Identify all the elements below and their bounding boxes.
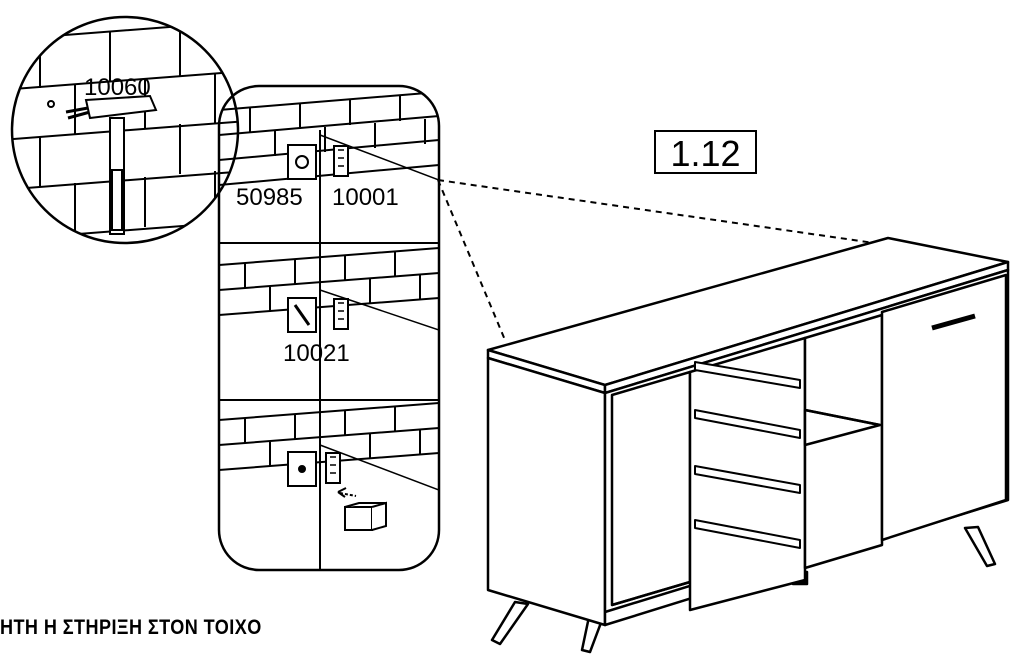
step-number-box: 1.12 (654, 130, 757, 174)
part-code-bracket-plate: 50985 (236, 184, 303, 211)
part-code-screw-a: 10001 (332, 184, 399, 211)
instruction-caption: ΗΤΗ Η ΣΤΗΡΙΞΗ ΣΤΟΝ ΤΟΙΧΟ (0, 616, 262, 639)
wall-bracket-icon (287, 144, 349, 180)
detail-circle-wall-anchor (10, 15, 240, 245)
sideboard-cabinet (486, 236, 1010, 654)
callout-lines (437, 179, 889, 341)
clip-part-icon (344, 501, 387, 531)
part-code-screw-b: 10021 (283, 340, 350, 367)
detail-panel-bracket-steps (217, 84, 441, 572)
wall-bracket-icon (287, 451, 341, 487)
arrow-left-icon (337, 487, 357, 498)
wall-bracket-icon (287, 297, 349, 333)
part-code-anchor: 10060 (84, 74, 151, 101)
hammer-icon (84, 94, 158, 235)
